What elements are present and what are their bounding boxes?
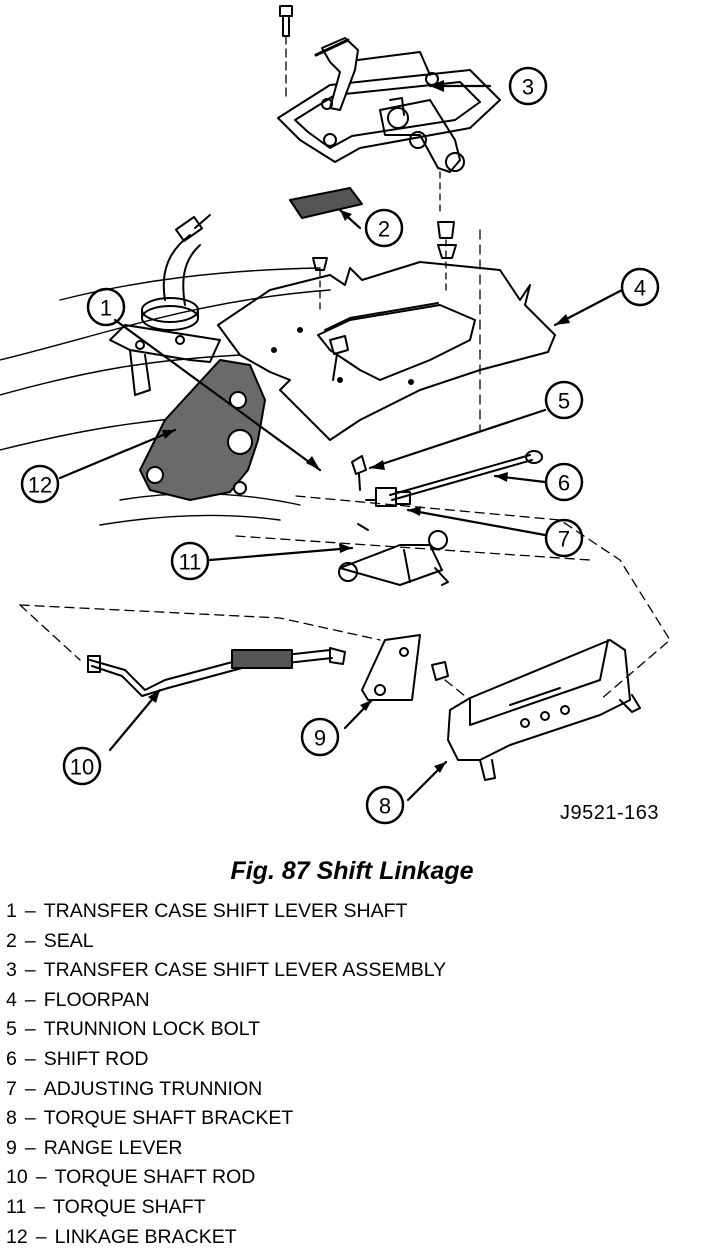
callout-labels: 1 2 3 4 5 6 7 8 9 10 11 12 — [28, 75, 646, 819]
trunnion-lock-bolt — [351, 455, 367, 491]
legend-number: 4 — [6, 988, 17, 1011]
shift-linkage-diagram: 1 2 3 4 5 6 7 8 9 10 11 12 — [0, 5, 671, 825]
legend-number: 11 — [6, 1195, 27, 1218]
legend-number: 2 — [6, 929, 17, 952]
legend-number: 9 — [6, 1136, 17, 1159]
callout-1: 1 — [100, 296, 112, 321]
seal — [289, 187, 363, 219]
legend-item: 10–TORQUE SHAFT ROD — [6, 1163, 446, 1193]
breather-hose — [141, 214, 211, 331]
linkage-bracket — [139, 359, 266, 501]
callout-12: 12 — [28, 473, 52, 498]
callout-5: 5 — [558, 389, 570, 414]
legend-label: SEAL — [43, 929, 94, 952]
legend-item: 5–TRUNNION LOCK BOLT — [6, 1015, 446, 1045]
legend-item: 7–ADJUSTING TRUNNION — [6, 1075, 446, 1105]
callout-7: 7 — [558, 527, 570, 552]
legend-label: TORQUE SHAFT — [53, 1195, 206, 1218]
torque-shaft-rod — [87, 647, 346, 697]
legend-number: 7 — [6, 1077, 17, 1100]
callout-9: 9 — [314, 726, 326, 751]
legend-item: 12–LINKAGE BRACKET — [6, 1223, 446, 1253]
range-lever — [361, 634, 449, 701]
shift-lever-assembly — [277, 37, 501, 173]
transmission-outline — [0, 267, 331, 526]
legend-label: TORQUE SHAFT BRACKET — [43, 1107, 294, 1130]
top-bolt — [279, 5, 293, 101]
torque-shaft-bracket — [447, 639, 641, 781]
legend-label: TORQUE SHAFT ROD — [54, 1166, 256, 1189]
dashed-outline — [19, 229, 671, 701]
legend-label: RANGE LEVER — [43, 1136, 183, 1159]
legend-number: 6 — [6, 1047, 17, 1070]
legend-number: 5 — [6, 1018, 17, 1041]
legend-number: 3 — [6, 959, 17, 982]
legend-label: TRUNNION LOCK BOLT — [43, 1018, 261, 1041]
arrow-heads — [148, 80, 570, 773]
legend-number: 12 — [6, 1225, 28, 1248]
legend-item: 11–TORQUE SHAFT — [6, 1193, 446, 1223]
callout-11: 11 — [179, 550, 202, 575]
legend-number: 1 — [6, 900, 17, 922]
legend-label: TRANSFER CASE SHIFT LEVER SHAFT — [43, 900, 408, 922]
legend-label: ADJUSTING TRUNNION — [43, 1077, 263, 1100]
adjusting-trunnion — [365, 487, 411, 507]
legend-label: FLOORPAN — [43, 988, 150, 1011]
mount-plate — [109, 324, 221, 396]
callout-10: 10 — [70, 755, 94, 780]
legend-item: 1–TRANSFER CASE SHIFT LEVER SHAFT — [6, 897, 446, 927]
torque-shaft — [338, 523, 449, 586]
legend-item: 4–FLOORPAN — [6, 986, 446, 1016]
legend-item: 3–TRANSFER CASE SHIFT LEVER ASSEMBLY — [6, 956, 446, 986]
legend-item: 2–SEAL — [6, 927, 446, 957]
callout-2: 2 — [378, 217, 390, 242]
floorpan — [217, 261, 556, 441]
legend-item: 8–TORQUE SHAFT BRACKET — [6, 1104, 446, 1134]
floor-bolt — [329, 335, 349, 381]
figure-caption: Fig. 87 Shift Linkage — [230, 857, 474, 885]
callout-3: 3 — [522, 75, 534, 100]
legend-label: TRANSFER CASE SHIFT LEVER ASSEMBLY — [43, 959, 447, 982]
shift-rod — [389, 450, 543, 501]
callout-6: 6 — [558, 471, 570, 496]
figure-code: J9521-163 — [560, 802, 660, 824]
callout-circles — [20, 66, 660, 825]
legend-number: 10 — [6, 1166, 28, 1189]
legend-item: 6–SHIFT ROD — [6, 1045, 446, 1075]
callout-8: 8 — [379, 794, 391, 819]
callout-4: 4 — [634, 276, 646, 301]
legend-label: LINKAGE BRACKET — [54, 1225, 237, 1248]
legend-item: 9–RANGE LEVER — [6, 1134, 446, 1164]
parts-legend: 1–TRANSFER CASE SHIFT LEVER SHAFT 2–SEAL… — [6, 897, 446, 1252]
legend-number: 8 — [6, 1107, 17, 1130]
legend-label: SHIFT ROD — [43, 1047, 149, 1070]
